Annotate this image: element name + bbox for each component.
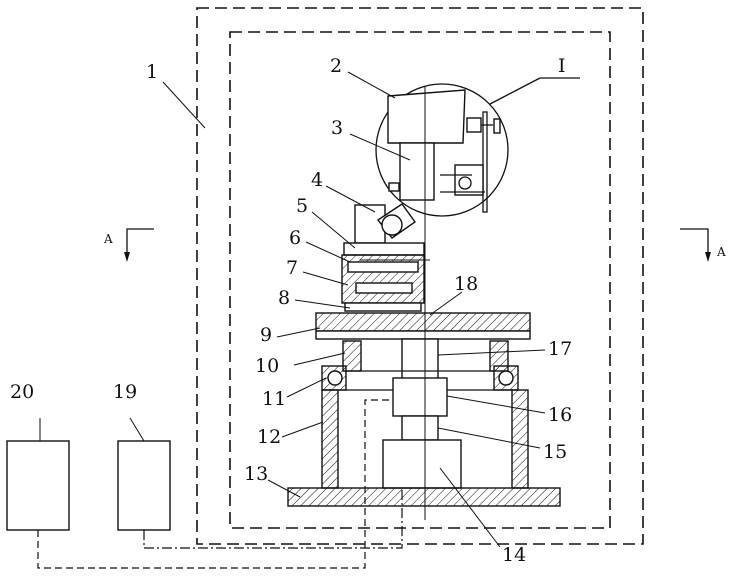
- holder-slot: [348, 262, 418, 272]
- label-9: 9: [260, 324, 272, 346]
- label-7: 7: [286, 257, 298, 279]
- base-plate: [288, 488, 560, 506]
- leader-lines: [40, 72, 545, 547]
- motor-body: [388, 90, 465, 143]
- label-19: 19: [113, 381, 137, 403]
- shaft-housing: [400, 143, 434, 200]
- label-16: 16: [548, 404, 572, 426]
- label-12: 12: [257, 426, 281, 448]
- housing-wall-right: [512, 390, 528, 488]
- detail-leader: [490, 78, 540, 104]
- label-5: 5: [296, 195, 308, 217]
- disc-rim: [316, 331, 530, 339]
- label-18: 18: [454, 273, 478, 295]
- upper-plate: [344, 243, 424, 255]
- label-11: 11: [262, 388, 286, 410]
- housing-wall-left: [322, 390, 338, 488]
- detail-label: I: [558, 55, 566, 77]
- section-marker-left: [124, 229, 154, 262]
- clamp-element: [355, 204, 415, 243]
- section-label-left: A: [103, 232, 113, 246]
- label-2: 2: [330, 55, 342, 77]
- label-1: 1: [146, 61, 158, 83]
- bearing-right: [494, 366, 518, 390]
- lower-shaft: [402, 416, 438, 440]
- rotating-disc: [316, 313, 530, 331]
- coupling: [393, 378, 447, 416]
- main-shaft: [402, 339, 438, 382]
- control-unit-19: [118, 441, 170, 530]
- label-6: 6: [289, 227, 301, 249]
- control-unit-20: [7, 441, 69, 530]
- label-8: 8: [278, 287, 290, 309]
- wire-dashed: [38, 400, 393, 568]
- spacer: [345, 303, 421, 311]
- label-17: 17: [548, 338, 572, 360]
- section-label-right: A: [716, 245, 726, 259]
- label-10: 10: [255, 355, 279, 377]
- label-4: 4: [311, 169, 323, 191]
- section-marker-right: [680, 229, 711, 262]
- label-20: 20: [10, 381, 34, 403]
- label-15: 15: [543, 441, 567, 463]
- label-3: 3: [331, 117, 343, 139]
- label-13: 13: [244, 463, 268, 485]
- label-14: 14: [502, 544, 526, 566]
- holder-inner: [356, 283, 412, 293]
